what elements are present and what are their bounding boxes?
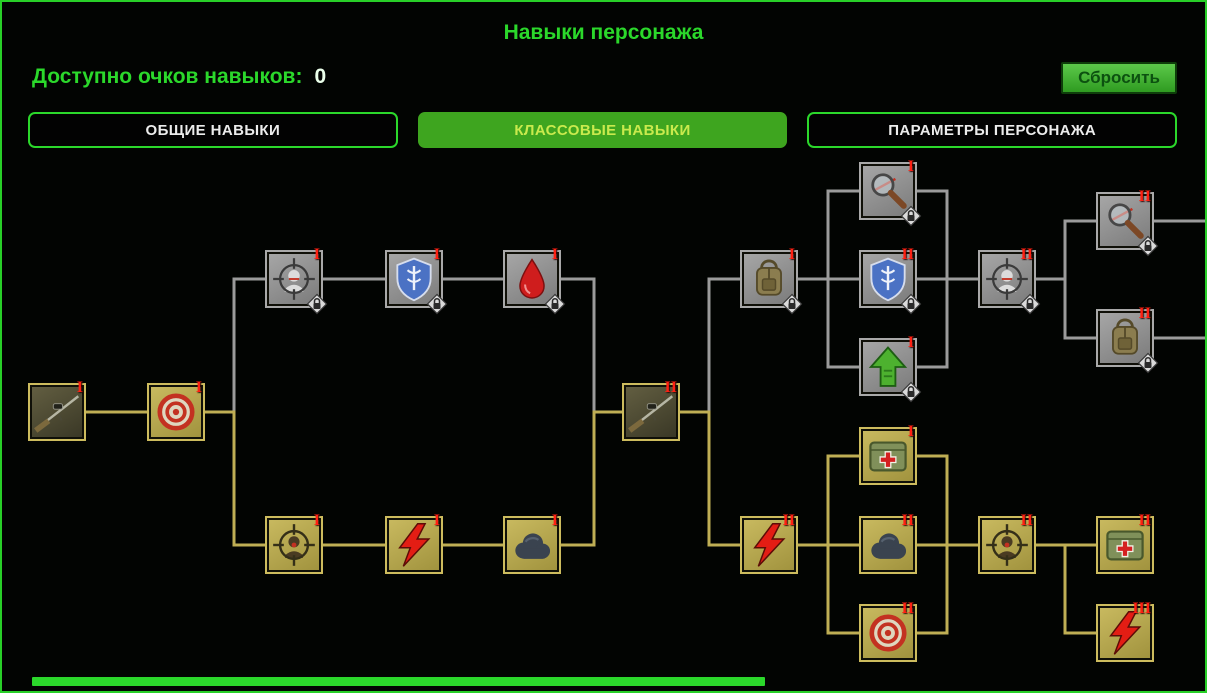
page-title: Навыки персонажа: [503, 21, 704, 44]
skill-points-label: Доступно очков навыков:: [32, 65, 303, 88]
skill-tier-badge: I: [907, 158, 914, 175]
padlock-icon: [780, 292, 804, 316]
padlock-icon: [425, 292, 449, 316]
crosshair-head-icon: [269, 254, 319, 304]
lightning-bolt-icon: [744, 520, 794, 570]
skill-node-storm-2[interactable]: II: [859, 512, 917, 574]
crosshair-head-icon: [982, 254, 1032, 304]
skill-tier-badge: I: [313, 512, 320, 529]
medkit-icon: [1100, 520, 1150, 570]
skill-link: [232, 410, 267, 547]
skill-node-level-up-1[interactable]: I: [859, 334, 922, 403]
skill-tier-badge: II: [1138, 188, 1151, 205]
storm-cloud-icon: [507, 520, 557, 570]
skill-node-shock-3[interactable]: III: [1096, 600, 1154, 662]
skill-node-headshot-1[interactable]: I: [265, 246, 328, 315]
skill-node-shock-2[interactable]: II: [740, 512, 798, 574]
skill-points-value: 0: [314, 65, 327, 88]
skill-node-medkit-2[interactable]: II: [1096, 512, 1154, 574]
skill-node-medic-shield-1[interactable]: I: [385, 246, 448, 315]
horizontal-scrollbar-thumb[interactable]: [32, 677, 765, 686]
skill-tier-badge: I: [788, 246, 795, 263]
padlock-icon: [1018, 292, 1042, 316]
storm-cloud-icon: [863, 520, 913, 570]
skill-tier-badge: I: [907, 423, 914, 440]
medic-shield-icon: [863, 254, 913, 304]
skill-points-row: Доступно очков навыков: 0: [32, 65, 326, 89]
skill-tier-badge: I: [551, 246, 558, 263]
skill-node-aimed-shot-1[interactable]: I: [265, 512, 323, 574]
padlock-icon: [899, 204, 923, 228]
skill-node-tracking-2[interactable]: II: [1096, 188, 1159, 257]
arrow-up-icon: [863, 342, 913, 392]
skill-node-marksmanship-1[interactable]: I: [147, 379, 205, 441]
skill-node-headshot-2[interactable]: II: [978, 246, 1041, 315]
lightning-bolt-icon: [1100, 608, 1150, 658]
skill-tier-badge: II: [901, 246, 914, 263]
tabs-bar: ОБЩИЕ НАВЫКИ КЛАССОВЫЕ НАВЫКИ ПАРАМЕТРЫ …: [28, 112, 1178, 148]
skill-node-backpack-2[interactable]: II: [1096, 305, 1159, 374]
padlock-icon: [899, 292, 923, 316]
sniper-rifle-icon: [626, 387, 676, 437]
tab-general-skills[interactable]: ОБЩИЕ НАВЫКИ: [28, 112, 398, 148]
padlock-icon: [305, 292, 329, 316]
bullseye-target-icon: [863, 608, 913, 658]
skill-link: [1063, 543, 1098, 635]
skill-tier-badge: I: [433, 246, 440, 263]
skill-link: [707, 410, 742, 547]
bullseye-target-icon: [151, 387, 201, 437]
skill-node-aimed-shot-2[interactable]: II: [978, 512, 1036, 574]
reset-button[interactable]: Сбросить: [1061, 62, 1177, 94]
skill-link: [559, 277, 596, 413]
crosshair-figure-icon: [269, 520, 319, 570]
skill-link: [707, 277, 742, 413]
padlock-icon: [899, 380, 923, 404]
skill-node-marksmanship-2[interactable]: II: [859, 600, 917, 662]
skill-link: [232, 277, 267, 414]
skill-tier-badge: I: [551, 512, 558, 529]
medic-shield-icon: [389, 254, 439, 304]
crosshair-figure-icon: [982, 520, 1032, 570]
skill-tier-badge: I: [907, 334, 914, 351]
padlock-icon: [1136, 234, 1160, 258]
blood-drop-icon: [507, 254, 557, 304]
skill-node-medic-shield-2[interactable]: II: [859, 246, 922, 315]
skill-node-shock-1[interactable]: I: [385, 512, 443, 574]
sniper-rifle-icon: [32, 387, 82, 437]
padlock-icon: [543, 292, 567, 316]
skill-link: [559, 410, 624, 547]
tab-character-params[interactable]: ПАРАМЕТРЫ ПЕРСОНАЖА: [807, 112, 1178, 148]
skill-tier-badge: II: [782, 512, 795, 529]
skill-node-backpack-1[interactable]: I: [740, 246, 803, 315]
skill-node-tracking-1[interactable]: I: [859, 158, 922, 227]
skill-tier-badge: I: [313, 246, 320, 263]
backpack-icon: [744, 254, 794, 304]
skill-tier-badge: II: [1020, 512, 1033, 529]
skill-tier-badge: I: [433, 512, 440, 529]
skill-node-medkit-1[interactable]: I: [859, 423, 917, 485]
skill-node-sniper-rifle-2[interactable]: II: [622, 379, 680, 441]
skill-tier-badge: II: [901, 512, 914, 529]
skill-tier-badge: II: [901, 600, 914, 617]
tab-class-skills[interactable]: КЛАССОВЫЕ НАВЫКИ: [417, 112, 788, 148]
skill-tier-badge: II: [1138, 512, 1151, 529]
magnifier-trace-icon: [1100, 196, 1150, 246]
skill-tier-badge: I: [76, 379, 83, 396]
skill-tier-badge: II: [1020, 246, 1033, 263]
padlock-icon: [1136, 351, 1160, 375]
skill-tier-badge: I: [195, 379, 202, 396]
medkit-icon: [863, 431, 913, 481]
skill-tier-badge: II: [1138, 305, 1151, 322]
skill-node-sniper-rifle-1[interactable]: I: [28, 379, 86, 441]
skill-tier-badge: III: [1132, 600, 1151, 617]
backpack-icon: [1100, 313, 1150, 363]
skill-node-bleed-1[interactable]: I: [503, 246, 566, 315]
skill-node-storm-1[interactable]: I: [503, 512, 561, 574]
lightning-bolt-icon: [389, 520, 439, 570]
skill-tier-badge: II: [664, 379, 677, 396]
magnifier-trace-icon: [863, 166, 913, 216]
